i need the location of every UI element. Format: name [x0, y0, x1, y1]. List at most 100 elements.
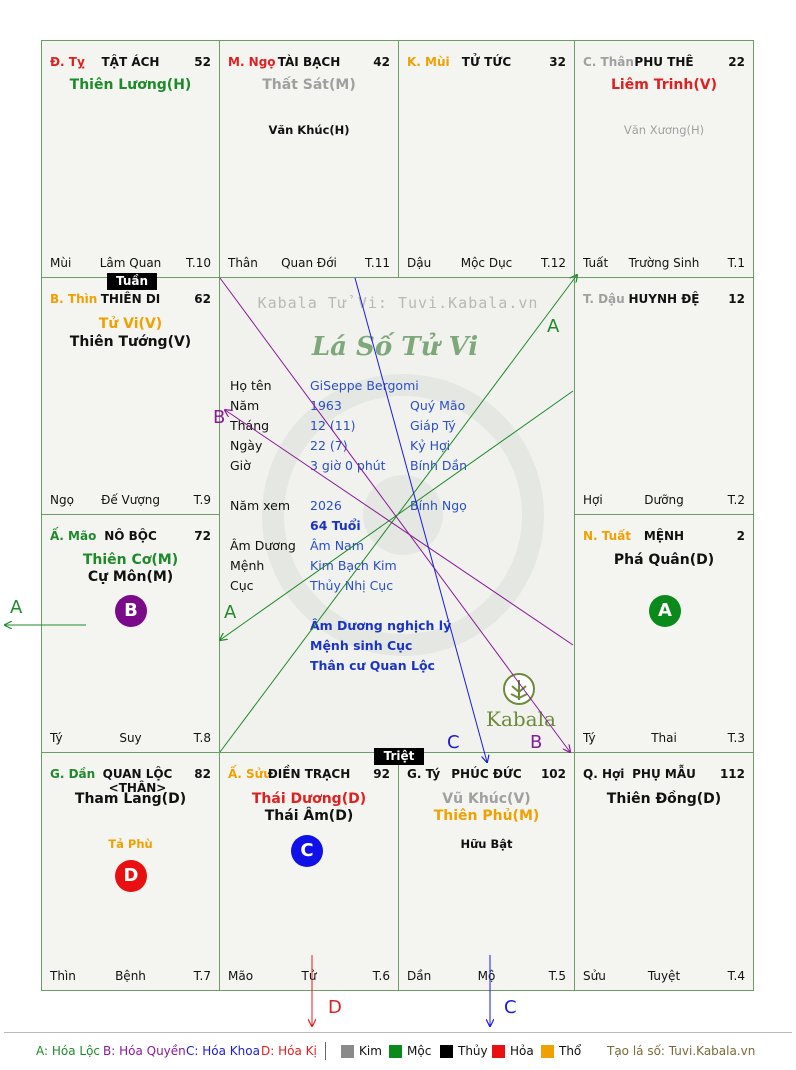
value-nam: 1963 [310, 398, 342, 413]
palace-name: QUAN LỘC <THÂN> [102, 767, 173, 795]
main-star: Cự Môn(M) [87, 569, 174, 585]
palace-stage: Suy [119, 731, 142, 745]
palace-can: M. Ngọ [228, 55, 276, 69]
palace-stage: Tuyệt [647, 969, 681, 983]
minor-star: Hữu Bật [460, 837, 513, 851]
palace-branch: Tý [50, 731, 63, 745]
main-star: Phá Quân(D) [613, 552, 715, 568]
palace-branch: Thân [228, 256, 258, 270]
legend-tho-swatch [541, 1045, 554, 1058]
palace-can: Ấ. Mão [50, 529, 97, 543]
palace-stage: Bệnh [115, 969, 146, 983]
palace-name: NÔ BỘC [104, 529, 157, 543]
palace-stage: Lâm Quan [99, 256, 162, 270]
legend-moc-swatch [389, 1045, 402, 1058]
hoa-quyen-badge: B [115, 595, 147, 627]
palace-can: Đ. Tỵ [50, 55, 85, 69]
hoa-loc-line-2 [220, 390, 574, 640]
value-thang-can-chi: Giáp Tý [410, 418, 456, 433]
line-label-b: B [530, 732, 543, 753]
palace-branch: Ngọ [50, 493, 74, 507]
main-star: Liêm Trinh(V) [611, 77, 717, 93]
value-tuoi: 64 Tuổi [310, 518, 361, 533]
value-thang: 12 (11) [310, 418, 356, 433]
hoa-ki-badge: D [115, 860, 147, 892]
palace-number: 12 [728, 292, 745, 306]
value-ngay: 22 (7) [310, 438, 348, 453]
palace-branch: Sửu [583, 969, 606, 983]
main-star: Thái Dương(D) [251, 791, 367, 807]
main-star: Thiên Đồng(D) [606, 791, 722, 807]
palace-name: TẬT ÁCH [101, 55, 160, 69]
palace-month: T.6 [372, 969, 390, 983]
main-star: Thiên Tướng(V) [69, 334, 192, 350]
palace-month: T.7 [193, 969, 211, 983]
label-thang: Tháng [230, 418, 270, 433]
palace-stage: Mộ [477, 969, 496, 983]
palace-stage: Đế Vượng [101, 493, 160, 507]
legend-hoa-khoa: C: Hóa Khoa [186, 1044, 260, 1058]
minor-star: Tả Phù [108, 837, 153, 851]
label-ngay: Ngày [230, 438, 263, 453]
palace-number: 32 [549, 55, 566, 69]
legend-divider [4, 1032, 792, 1033]
legend-hoa-loc: A: Hóa Lộc [36, 1044, 101, 1058]
value-ho-ten: GiSeppe Bergomi [310, 378, 419, 393]
note-am-duong: Âm Dương nghịch lý [310, 618, 452, 633]
value-cuc: Thủy Nhị Cục [310, 578, 394, 593]
value-nam-xem: 2026 [310, 498, 342, 513]
palace-month: T.10 [186, 256, 211, 270]
hoa-quyen-line-1 [219, 277, 570, 752]
site-watermark: Kabala Tử Vi: Tuvi.Kabala.vn [257, 294, 539, 312]
palace-branch: Thìn [50, 969, 76, 983]
palace-month: T.2 [727, 493, 745, 507]
palace-month: T.4 [727, 969, 745, 983]
main-star: Thiên Lương(H) [69, 77, 192, 93]
site-credit-link[interactable]: Tạo lá số: Tuvi.Kabala.vn [607, 1044, 756, 1058]
note-menh-cuc: Mệnh sinh Cục [310, 638, 413, 653]
legend-hoa-quyen: B: Hóa Quyền [103, 1044, 186, 1058]
main-star: Tử Vi(V) [98, 316, 163, 332]
palace-name: HUYNH ĐỆ [628, 292, 700, 306]
legend-hoa-ki: D: Hóa Kị [261, 1044, 317, 1058]
value-am-duong: Âm Nam [310, 538, 364, 553]
hoa-khoa-line [354, 277, 487, 762]
hoa-khoa-badge: C [291, 835, 323, 867]
palace-number: 112 [719, 767, 745, 781]
label-gio: Giờ [230, 458, 251, 473]
palace-stage: Quan Đới [281, 256, 337, 270]
palace-number: 102 [540, 767, 566, 781]
main-star: Vũ Khúc(V) [442, 791, 531, 807]
label-nam-xem: Năm xem [230, 498, 291, 513]
line-label-b: B [213, 407, 226, 428]
line-label-a: A [10, 597, 23, 618]
legend-kim-swatch [341, 1045, 354, 1058]
palace-name: MỆNH [643, 529, 685, 543]
legend-hoa: Hỏa [510, 1044, 534, 1058]
main-star: Thiên Phủ(M) [433, 808, 540, 824]
palace-branch: Mùi [50, 256, 72, 270]
line-label-c: C [504, 997, 517, 1018]
main-star: Tham Lang(D) [74, 791, 187, 807]
minor-star: Văn Khúc(H) [268, 123, 350, 137]
legend-moc: Mộc [407, 1044, 432, 1058]
label-am-duong: Âm Dương [230, 538, 296, 553]
value-gio-can-chi: Bính Dần [410, 458, 468, 473]
line-label-a: A [224, 602, 237, 623]
label-menh: Mệnh [230, 558, 265, 573]
palace-stage: Thai [651, 731, 677, 745]
palace-can: B. Thìn [50, 292, 98, 306]
